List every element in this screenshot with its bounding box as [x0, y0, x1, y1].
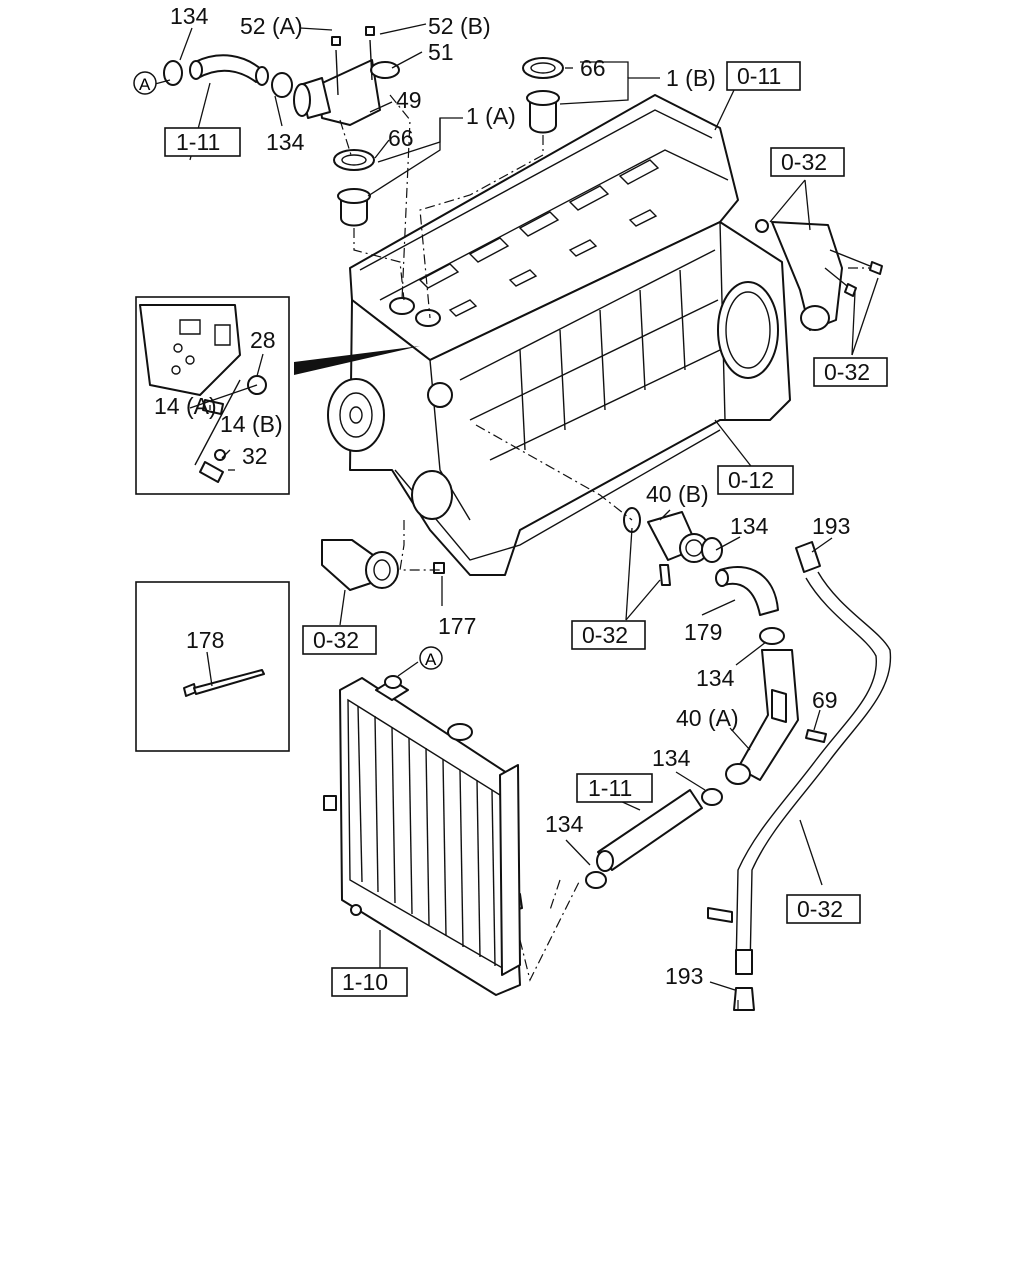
callout-134-e: 134 [652, 745, 691, 771]
thermostat-1b [522, 57, 564, 134]
thermostat-1a [333, 149, 375, 227]
ref-0-12: 0-12 [728, 467, 774, 493]
callout-134-d: 134 [696, 665, 735, 691]
callout-52b: 52 (B) [428, 13, 491, 39]
ref-1-11-top: 1-11 [176, 129, 220, 155]
ref-box-0-32-b: 0-32 [813, 357, 888, 387]
callout-69: 69 [812, 687, 838, 713]
radiator [323, 675, 523, 996]
callout-51: 51 [428, 39, 454, 65]
thermostat-housing [293, 26, 400, 126]
callout-40a: 40 (A) [676, 705, 739, 731]
ref-1-11-mid: 1-11 [588, 775, 632, 801]
water-inlet-40b [623, 507, 723, 586]
assembly-lines [339, 94, 870, 1010]
ref-box-1-11-mid: 1-11 [576, 773, 653, 803]
callout-178: 178 [186, 627, 224, 653]
callout-193-b: 193 [665, 963, 703, 989]
callout-labels: 134 52 (A) 52 (B) 51 49 134 66 1 (B) 66 … [154, 3, 850, 989]
water-pipe-40a [725, 627, 827, 785]
inset-drain-plug-box [135, 296, 290, 495]
ref-0-32-e: 0-32 [797, 896, 843, 922]
ref-0-32-a: 0-32 [781, 149, 827, 175]
ref-0-11: 0-11 [737, 63, 781, 89]
ref-1-10: 1-10 [342, 969, 388, 995]
callout-134-a: 134 [170, 3, 209, 29]
ref-0-32-d: 0-32 [313, 627, 359, 653]
callout-28: 28 [250, 327, 276, 353]
callout-66-b: 66 [388, 125, 414, 151]
callout-177: 177 [438, 613, 476, 639]
lower-hose [585, 788, 723, 889]
ref-box-0-12: 0-12 [717, 465, 794, 495]
callout-179: 179 [684, 619, 722, 645]
marker-a-top: A [133, 71, 157, 95]
tensioner-bracket [321, 539, 445, 591]
callout-66-a: 66 [580, 55, 606, 81]
callout-40b: 40 (B) [646, 481, 709, 507]
hose-179 [715, 565, 779, 616]
callout-52a: 52 (A) [240, 13, 303, 39]
inset-cable-tie-box [135, 581, 290, 752]
ref-box-1-11-top: 1-11 [164, 127, 241, 157]
rear-water-outlet [755, 219, 883, 331]
engine-block [327, 94, 791, 576]
callout-134-b: 134 [266, 129, 305, 155]
ref-box-0-11: 0-11 [726, 61, 801, 91]
svg-text:A: A [139, 75, 151, 94]
callout-14b: 14 (B) [220, 411, 283, 437]
ref-box-0-32-c: 0-32 [571, 620, 646, 650]
marker-a-radiator: A [419, 646, 443, 670]
callout-193-a: 193 [812, 513, 850, 539]
ref-0-32-c: 0-32 [582, 622, 628, 648]
callout-134-f: 134 [545, 811, 584, 837]
ref-box-0-32-a: 0-32 [770, 147, 845, 177]
callout-134-c: 134 [730, 513, 769, 539]
ref-0-32-b: 0-32 [824, 359, 870, 385]
svg-text:A: A [425, 650, 437, 669]
callout-14a: 14 (A) [154, 393, 217, 419]
inset-pointer [294, 346, 420, 375]
reference-boxes: 1-11 0-11 0-32 0-32 0-12 0-32 0-32 1-11 [164, 61, 888, 997]
leader-lines [154, 23, 879, 991]
long-water-pipe [707, 541, 892, 1011]
callout-32: 32 [242, 443, 268, 469]
ref-box-0-32-d: 0-32 [302, 625, 377, 655]
upper-radiator-hose [163, 54, 293, 98]
ref-box-0-32-e: 0-32 [786, 894, 861, 924]
callout-1b: 1 (B) [666, 65, 716, 91]
callout-1a: 1 (A) [466, 103, 516, 129]
ref-box-1-10: 1-10 [331, 967, 408, 997]
callout-49: 49 [396, 87, 422, 113]
